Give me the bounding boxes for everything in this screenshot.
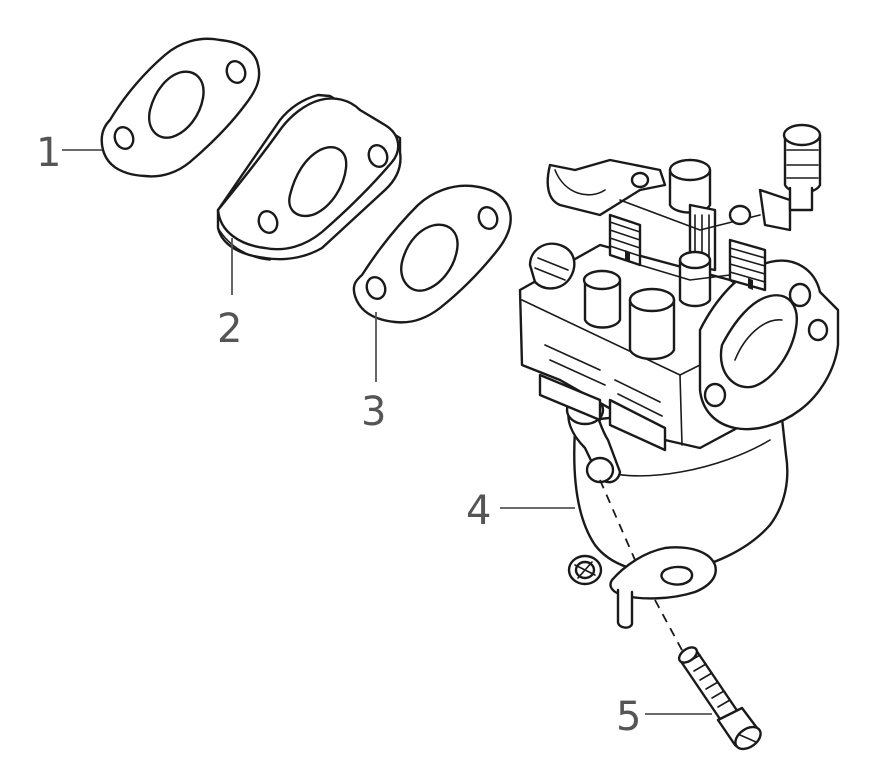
assembly-path-bolt bbox=[654, 599, 691, 666]
callout-3: 3 bbox=[361, 389, 386, 435]
part-1-gasket bbox=[100, 37, 261, 178]
callout-5: 5 bbox=[616, 694, 641, 740]
part-2-spacer bbox=[216, 93, 402, 261]
callout-1: 1 bbox=[36, 130, 61, 176]
callout-2: 2 bbox=[217, 306, 242, 352]
right-spring bbox=[728, 238, 767, 292]
part-3-gasket bbox=[352, 184, 512, 324]
part-5-bolt bbox=[677, 646, 762, 751]
left-spring bbox=[608, 213, 642, 267]
callout-4: 4 bbox=[466, 488, 491, 534]
bowl-screw-icon bbox=[567, 554, 603, 586]
assembly-path-bowl bbox=[599, 479, 636, 561]
top-fitting bbox=[782, 123, 822, 212]
part-4-carburetor bbox=[518, 123, 840, 629]
